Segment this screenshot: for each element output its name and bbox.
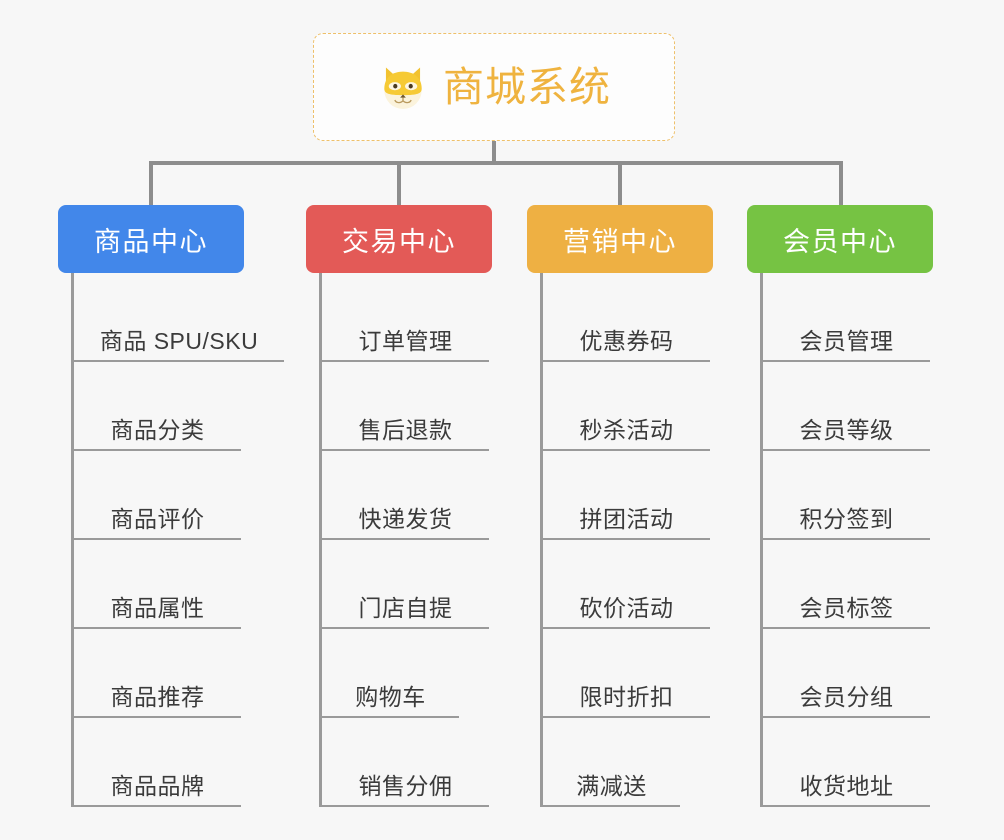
category-header-label: 交易中心 xyxy=(342,226,456,257)
list-item[interactable]: 优惠券码 xyxy=(543,273,710,362)
list-item[interactable]: 限时折扣 xyxy=(543,629,710,718)
list-item[interactable]: 门店自提 xyxy=(322,540,489,629)
list-item[interactable]: 商品推荐 xyxy=(74,629,241,718)
list-item-label: 订单管理 xyxy=(358,327,453,354)
list-item-label: 优惠券码 xyxy=(579,327,674,354)
list-item[interactable]: 会员管理 xyxy=(763,273,930,362)
connector-drop-2 xyxy=(397,161,401,205)
list-item-label: 商品分类 xyxy=(110,416,205,443)
list-item-label: 售后退款 xyxy=(358,416,453,443)
list-item[interactable]: 会员标签 xyxy=(763,540,930,629)
category-header-marketing-center[interactable]: 营销中心 xyxy=(527,205,713,273)
list-item-label: 拼团活动 xyxy=(579,505,674,532)
connector-horizontal-bus xyxy=(149,161,843,165)
list-item-label: 会员分组 xyxy=(799,683,894,710)
list-item-label: 会员管理 xyxy=(799,327,894,354)
branch-column-product-center: 商品中心 商品 SPU/SKU 商品分类 商品评价 商品属性 商品推荐 商品品牌 xyxy=(58,205,284,807)
list-item-label: 门店自提 xyxy=(358,594,453,621)
category-header-trade-center[interactable]: 交易中心 xyxy=(306,205,492,273)
category-header-product-center[interactable]: 商品中心 xyxy=(58,205,244,273)
list-item-label: 商品评价 xyxy=(110,505,205,532)
list-item[interactable]: 砍价活动 xyxy=(543,540,710,629)
list-item[interactable]: 满减送 xyxy=(543,718,680,807)
shiba-dog-icon xyxy=(384,67,422,109)
category-header-label: 营销中心 xyxy=(563,226,677,257)
connector-root-stem xyxy=(492,141,496,165)
list-item-label: 满减送 xyxy=(576,772,647,799)
branch-column-member-center: 会员中心 会员管理 会员等级 积分签到 会员标签 会员分组 收货地址 xyxy=(747,205,933,807)
list-item-label: 商品属性 xyxy=(110,594,205,621)
list-item[interactable]: 秒杀活动 xyxy=(543,362,710,451)
list-item[interactable]: 购物车 xyxy=(322,629,459,718)
list-item[interactable]: 拼团活动 xyxy=(543,451,710,540)
list-item[interactable]: 售后退款 xyxy=(322,362,489,451)
leaf-list-product-center: 商品 SPU/SKU 商品分类 商品评价 商品属性 商品推荐 商品品牌 xyxy=(71,273,284,807)
list-item[interactable]: 商品评价 xyxy=(74,451,241,540)
connector-drop-4 xyxy=(839,161,843,205)
category-header-member-center[interactable]: 会员中心 xyxy=(747,205,933,273)
list-item-label: 积分签到 xyxy=(799,505,894,532)
list-item-label: 商品 SPU/SKU xyxy=(99,327,259,354)
list-item[interactable]: 商品属性 xyxy=(74,540,241,629)
connector-drop-1 xyxy=(149,161,153,205)
list-item-label: 秒杀活动 xyxy=(579,416,674,443)
list-item-label: 商品品牌 xyxy=(110,772,205,799)
list-item-label: 砍价活动 xyxy=(579,594,674,621)
list-item[interactable]: 收货地址 xyxy=(763,718,930,807)
list-item[interactable]: 积分签到 xyxy=(763,451,930,540)
leaf-list-member-center: 会员管理 会员等级 积分签到 会员标签 会员分组 收货地址 xyxy=(760,273,933,807)
list-item-label: 收货地址 xyxy=(799,772,894,799)
root-node-title: 商城系统 xyxy=(443,63,611,110)
list-item[interactable]: 销售分佣 xyxy=(322,718,489,807)
list-item-label: 快递发货 xyxy=(358,505,453,532)
leaf-list-marketing-center: 优惠券码 秒杀活动 拼团活动 砍价活动 限时折扣 满减送 xyxy=(540,273,713,807)
branch-column-marketing-center: 营销中心 优惠券码 秒杀活动 拼团活动 砍价活动 限时折扣 满减送 xyxy=(527,205,713,807)
list-item-label: 会员标签 xyxy=(799,594,894,621)
list-item-label: 购物车 xyxy=(355,683,426,710)
root-node-card[interactable]: 商城系统 xyxy=(313,33,675,141)
list-item-label: 销售分佣 xyxy=(358,772,453,799)
connector-drop-3 xyxy=(618,161,622,205)
category-header-label: 会员中心 xyxy=(783,226,897,257)
branch-column-trade-center: 交易中心 订单管理 售后退款 快递发货 门店自提 购物车 销售分佣 xyxy=(306,205,492,807)
list-item[interactable]: 商品 SPU/SKU xyxy=(74,273,284,362)
list-item[interactable]: 订单管理 xyxy=(322,273,489,362)
list-item[interactable]: 商品品牌 xyxy=(74,718,241,807)
list-item[interactable]: 快递发货 xyxy=(322,451,489,540)
list-item[interactable]: 会员等级 xyxy=(763,362,930,451)
list-item-label: 限时折扣 xyxy=(579,683,674,710)
list-item-label: 会员等级 xyxy=(799,416,894,443)
leaf-list-trade-center: 订单管理 售后退款 快递发货 门店自提 购物车 销售分佣 xyxy=(319,273,492,807)
list-item[interactable]: 会员分组 xyxy=(763,629,930,718)
category-header-label: 商品中心 xyxy=(94,226,208,257)
list-item[interactable]: 商品分类 xyxy=(74,362,241,451)
list-item-label: 商品推荐 xyxy=(110,683,205,710)
